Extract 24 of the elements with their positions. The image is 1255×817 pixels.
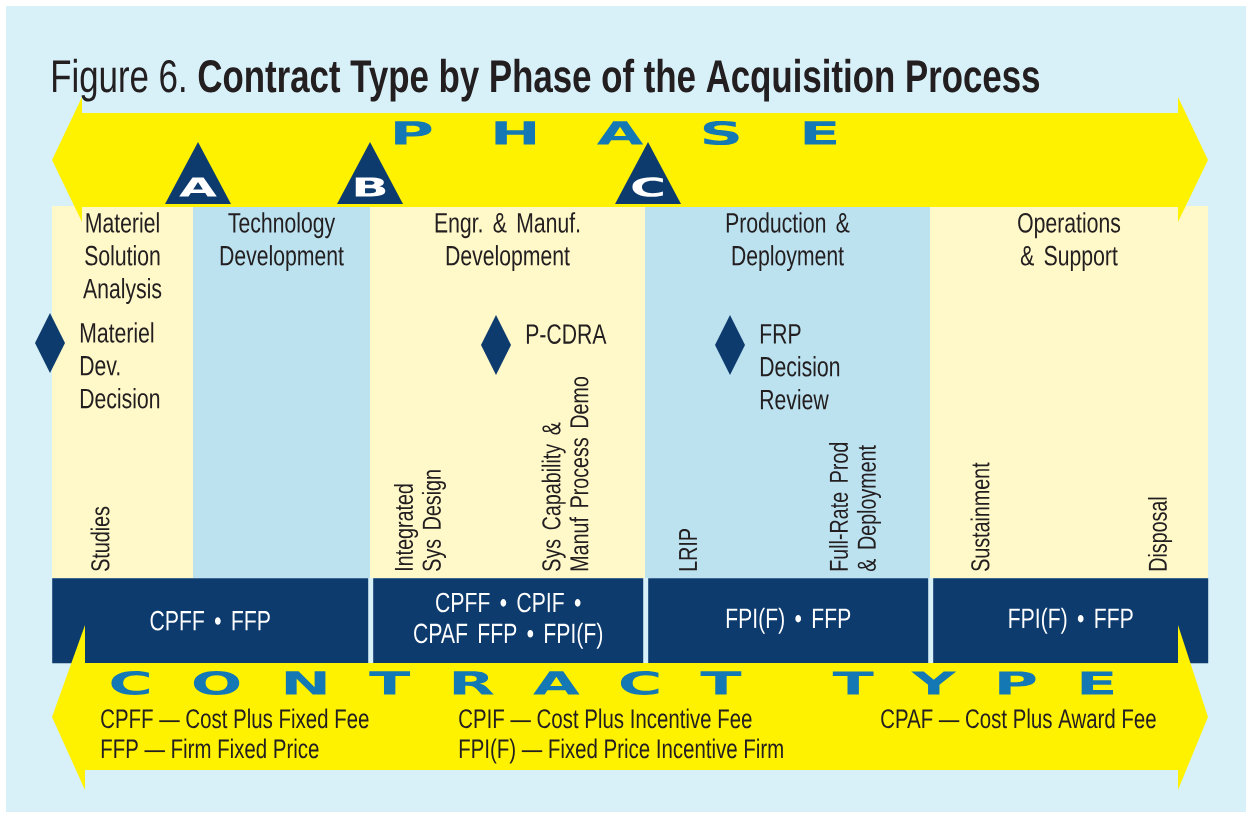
contract-type-box: CPFF • FFP (52, 578, 369, 664)
contract-type-box: FPI(F) • FFP (933, 578, 1209, 664)
milestone-label: Materiel Dev. Decision (80, 322, 160, 409)
milestone-triangle: A (165, 142, 231, 204)
contract-type-box: FPI(F) • FFP (648, 578, 929, 664)
phase-activity-label: Studies (90, 506, 110, 571)
abbreviation-definition: FPI(F) — Fixed Price Incentive Firm (459, 738, 783, 764)
phase-column: Technology Development (193, 206, 370, 578)
phase-activity-label: Disposal (1147, 497, 1173, 571)
phase-activity-label: Integrated Sys Design (394, 470, 447, 571)
decision-diamond (481, 315, 511, 375)
phase-activity-label: Sustainment (970, 462, 990, 571)
milestone-label: FRP Decision Review (760, 324, 840, 410)
abbreviation-definition: CPAF — Cost Plus Award Fee (881, 708, 1156, 729)
abbreviation-definition: CPIF — Cost Plus Incentive Fee (459, 708, 752, 729)
decision-diamond (35, 313, 65, 373)
abbreviation-definition: FFP — Firm Fixed Price (101, 738, 319, 759)
abbreviation-definition: CPFF — Cost Plus Fixed Fee (101, 708, 369, 729)
phase-activity-label: Sys Capability & Manuf Process Demo (541, 377, 589, 571)
contract-type-box: CPFF • CPIF • CPAF FFP • FPI(F) (373, 578, 644, 664)
decision-diamond (715, 315, 745, 375)
milestone-label: P-CDRA (526, 324, 607, 344)
phase-activity-label: Full-Rate Prod & Deployment (829, 443, 881, 572)
phase-activity-label: LRIP (679, 529, 697, 571)
